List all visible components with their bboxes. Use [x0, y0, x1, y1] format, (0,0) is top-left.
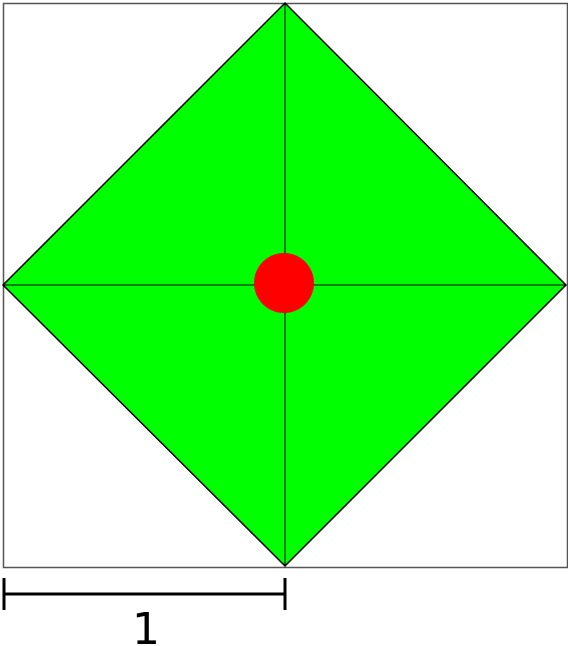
center-dot [254, 253, 314, 313]
scale-bar: 1 [2, 578, 287, 646]
scale-bar-label: 1 [132, 604, 160, 646]
